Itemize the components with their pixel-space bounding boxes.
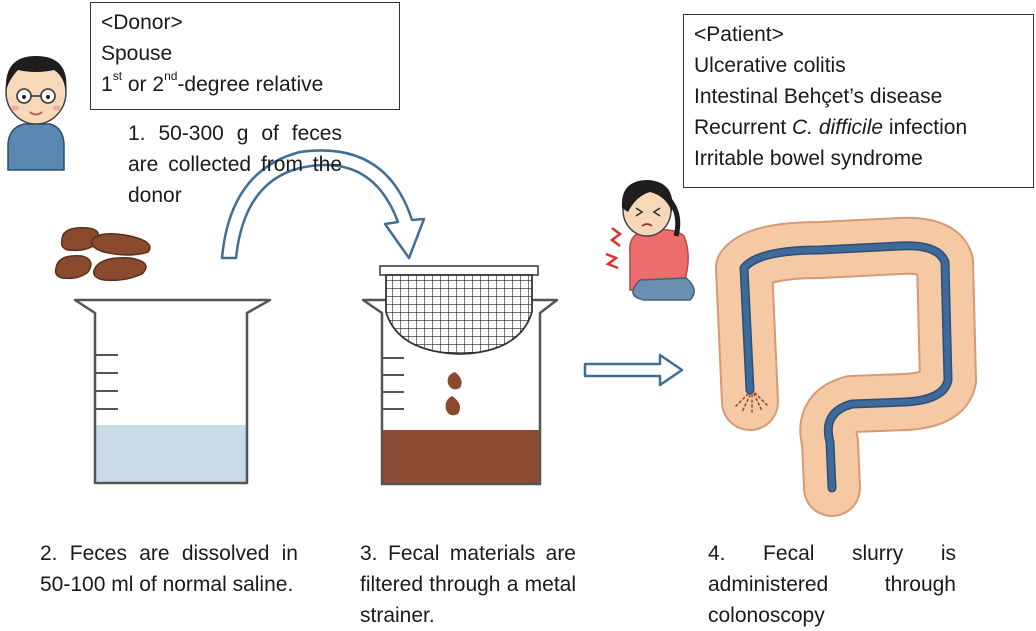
feces-icon bbox=[54, 227, 151, 282]
step-1-text: 1. 50-300 g of feces are collected from … bbox=[128, 122, 342, 207]
step-2-text: 2. Feces are dissolved in 50-100 ml of n… bbox=[40, 542, 298, 596]
patient-heading: <Patient> bbox=[694, 23, 784, 46]
patient-condition-4: Irritable bowel syndrome bbox=[694, 147, 923, 170]
patient-in-pain-icon bbox=[605, 180, 695, 301]
patient-condition-3: Recurrent C. difficile infection bbox=[694, 116, 968, 139]
curved-arrow-icon bbox=[220, 149, 426, 260]
patient-condition-1: Ulcerative colitis bbox=[694, 54, 846, 77]
filter-beaker-icon bbox=[361, 298, 559, 486]
colon-icon bbox=[715, 216, 977, 517]
donor-heading: <Donor> bbox=[101, 11, 183, 34]
donor-person-icon bbox=[5, 56, 67, 171]
donor-spouse: Spouse bbox=[101, 42, 173, 65]
step-4-text: 4. Fecal slurry is administered through … bbox=[708, 542, 956, 627]
patient-condition-2: Intestinal Behçet’s disease bbox=[694, 85, 943, 108]
metal-strainer-icon bbox=[379, 265, 539, 355]
donor-info-box: <Donor> Spouse 1st or 2nd-degree relativ… bbox=[90, 2, 400, 110]
patient-info-box: <Patient> Ulcerative colitis Intestinal … bbox=[683, 14, 1034, 188]
right-arrow-icon bbox=[583, 353, 684, 387]
beaker-icon bbox=[73, 298, 272, 485]
donor-relative: 1st or 2nd-degree relative bbox=[101, 69, 324, 96]
step-3-text: 3. Fecal materials are filtered through … bbox=[360, 542, 576, 627]
